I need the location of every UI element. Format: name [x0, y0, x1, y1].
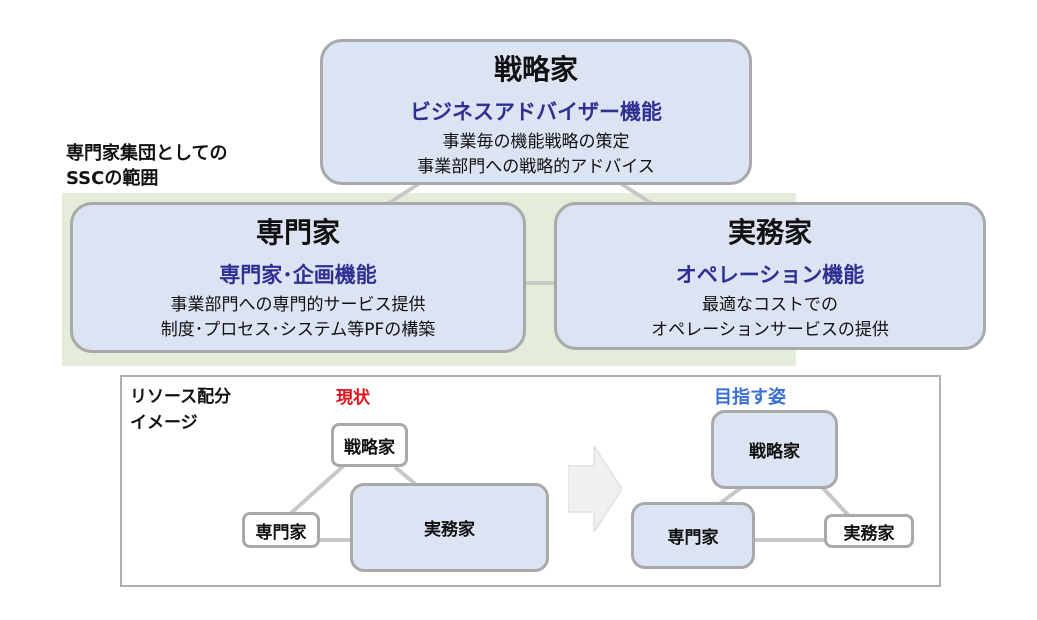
target-specialist-box: 専門家 — [631, 502, 755, 569]
strategist-desc-line-2: 事業部門への戦略的アドバイス — [417, 157, 655, 177]
target-state-heading: 目指す姿 — [714, 387, 786, 408]
strategist-desc-line-1: 事業毎の機能戦略の策定 — [442, 132, 630, 152]
practitioner-title: 実務家 — [727, 216, 812, 249]
practitioner-desc-line-2: オペレーションサービスの提供 — [651, 320, 889, 340]
resource-label-line-1: リソース配分 — [130, 387, 232, 407]
specialist-description: 事業部門への専門的サービス提供 制度･プロセス･システム等PFの構築 — [73, 293, 523, 343]
target-strategist-box: 戦略家 — [711, 410, 838, 489]
current-strategist-box: 戦略家 — [331, 423, 408, 467]
specialist-desc-line-2: 制度･プロセス･システム等PFの構築 — [160, 320, 436, 340]
strategist-title: 戦略家 — [493, 53, 578, 86]
current-state-heading: 現状 — [336, 388, 370, 408]
specialist-desc-line-1: 事業部門への専門的サービス提供 — [170, 295, 426, 315]
specialist-function: 専門家･企画機能 — [219, 263, 377, 287]
ssc-scope-label: 専門家集団としての SSCの範囲 — [66, 141, 227, 191]
resource-allocation-label: リソース配分 イメージ — [130, 384, 231, 436]
practitioner-description: 最適なコストでの オペレーションサービスの提供 — [557, 293, 983, 343]
practitioner-function: オペレーション機能 — [675, 263, 865, 287]
strategist-box: 戦略家 ビジネスアドバイザー機能 事業毎の機能戦略の策定 事業部門への戦略的アド… — [320, 39, 752, 185]
current-practitioner-box: 実務家 — [350, 483, 549, 572]
specialist-title: 専門家 — [255, 216, 340, 249]
specialist-box: 専門家 専門家･企画機能 事業部門への専門的サービス提供 制度･プロセス･システ… — [70, 202, 526, 353]
practitioner-box: 実務家 オペレーション機能 最適なコストでの オペレーションサービスの提供 — [554, 202, 986, 350]
target-practitioner-box: 実務家 — [824, 514, 914, 548]
current-specialist-box: 専門家 — [242, 512, 320, 548]
ssc-scope-label-line-2: SSCの範囲 — [66, 168, 159, 189]
transition-arrow-icon — [568, 446, 622, 532]
ssc-scope-label-line-1: 専門家集団としての — [66, 143, 228, 164]
strategist-function: ビジネスアドバイザー機能 — [410, 100, 662, 124]
practitioner-desc-line-1: 最適なコストでの — [702, 295, 838, 315]
resource-label-line-2: イメージ — [130, 413, 198, 433]
strategist-description: 事業毎の機能戦略の策定 事業部門への戦略的アドバイス — [323, 130, 749, 180]
